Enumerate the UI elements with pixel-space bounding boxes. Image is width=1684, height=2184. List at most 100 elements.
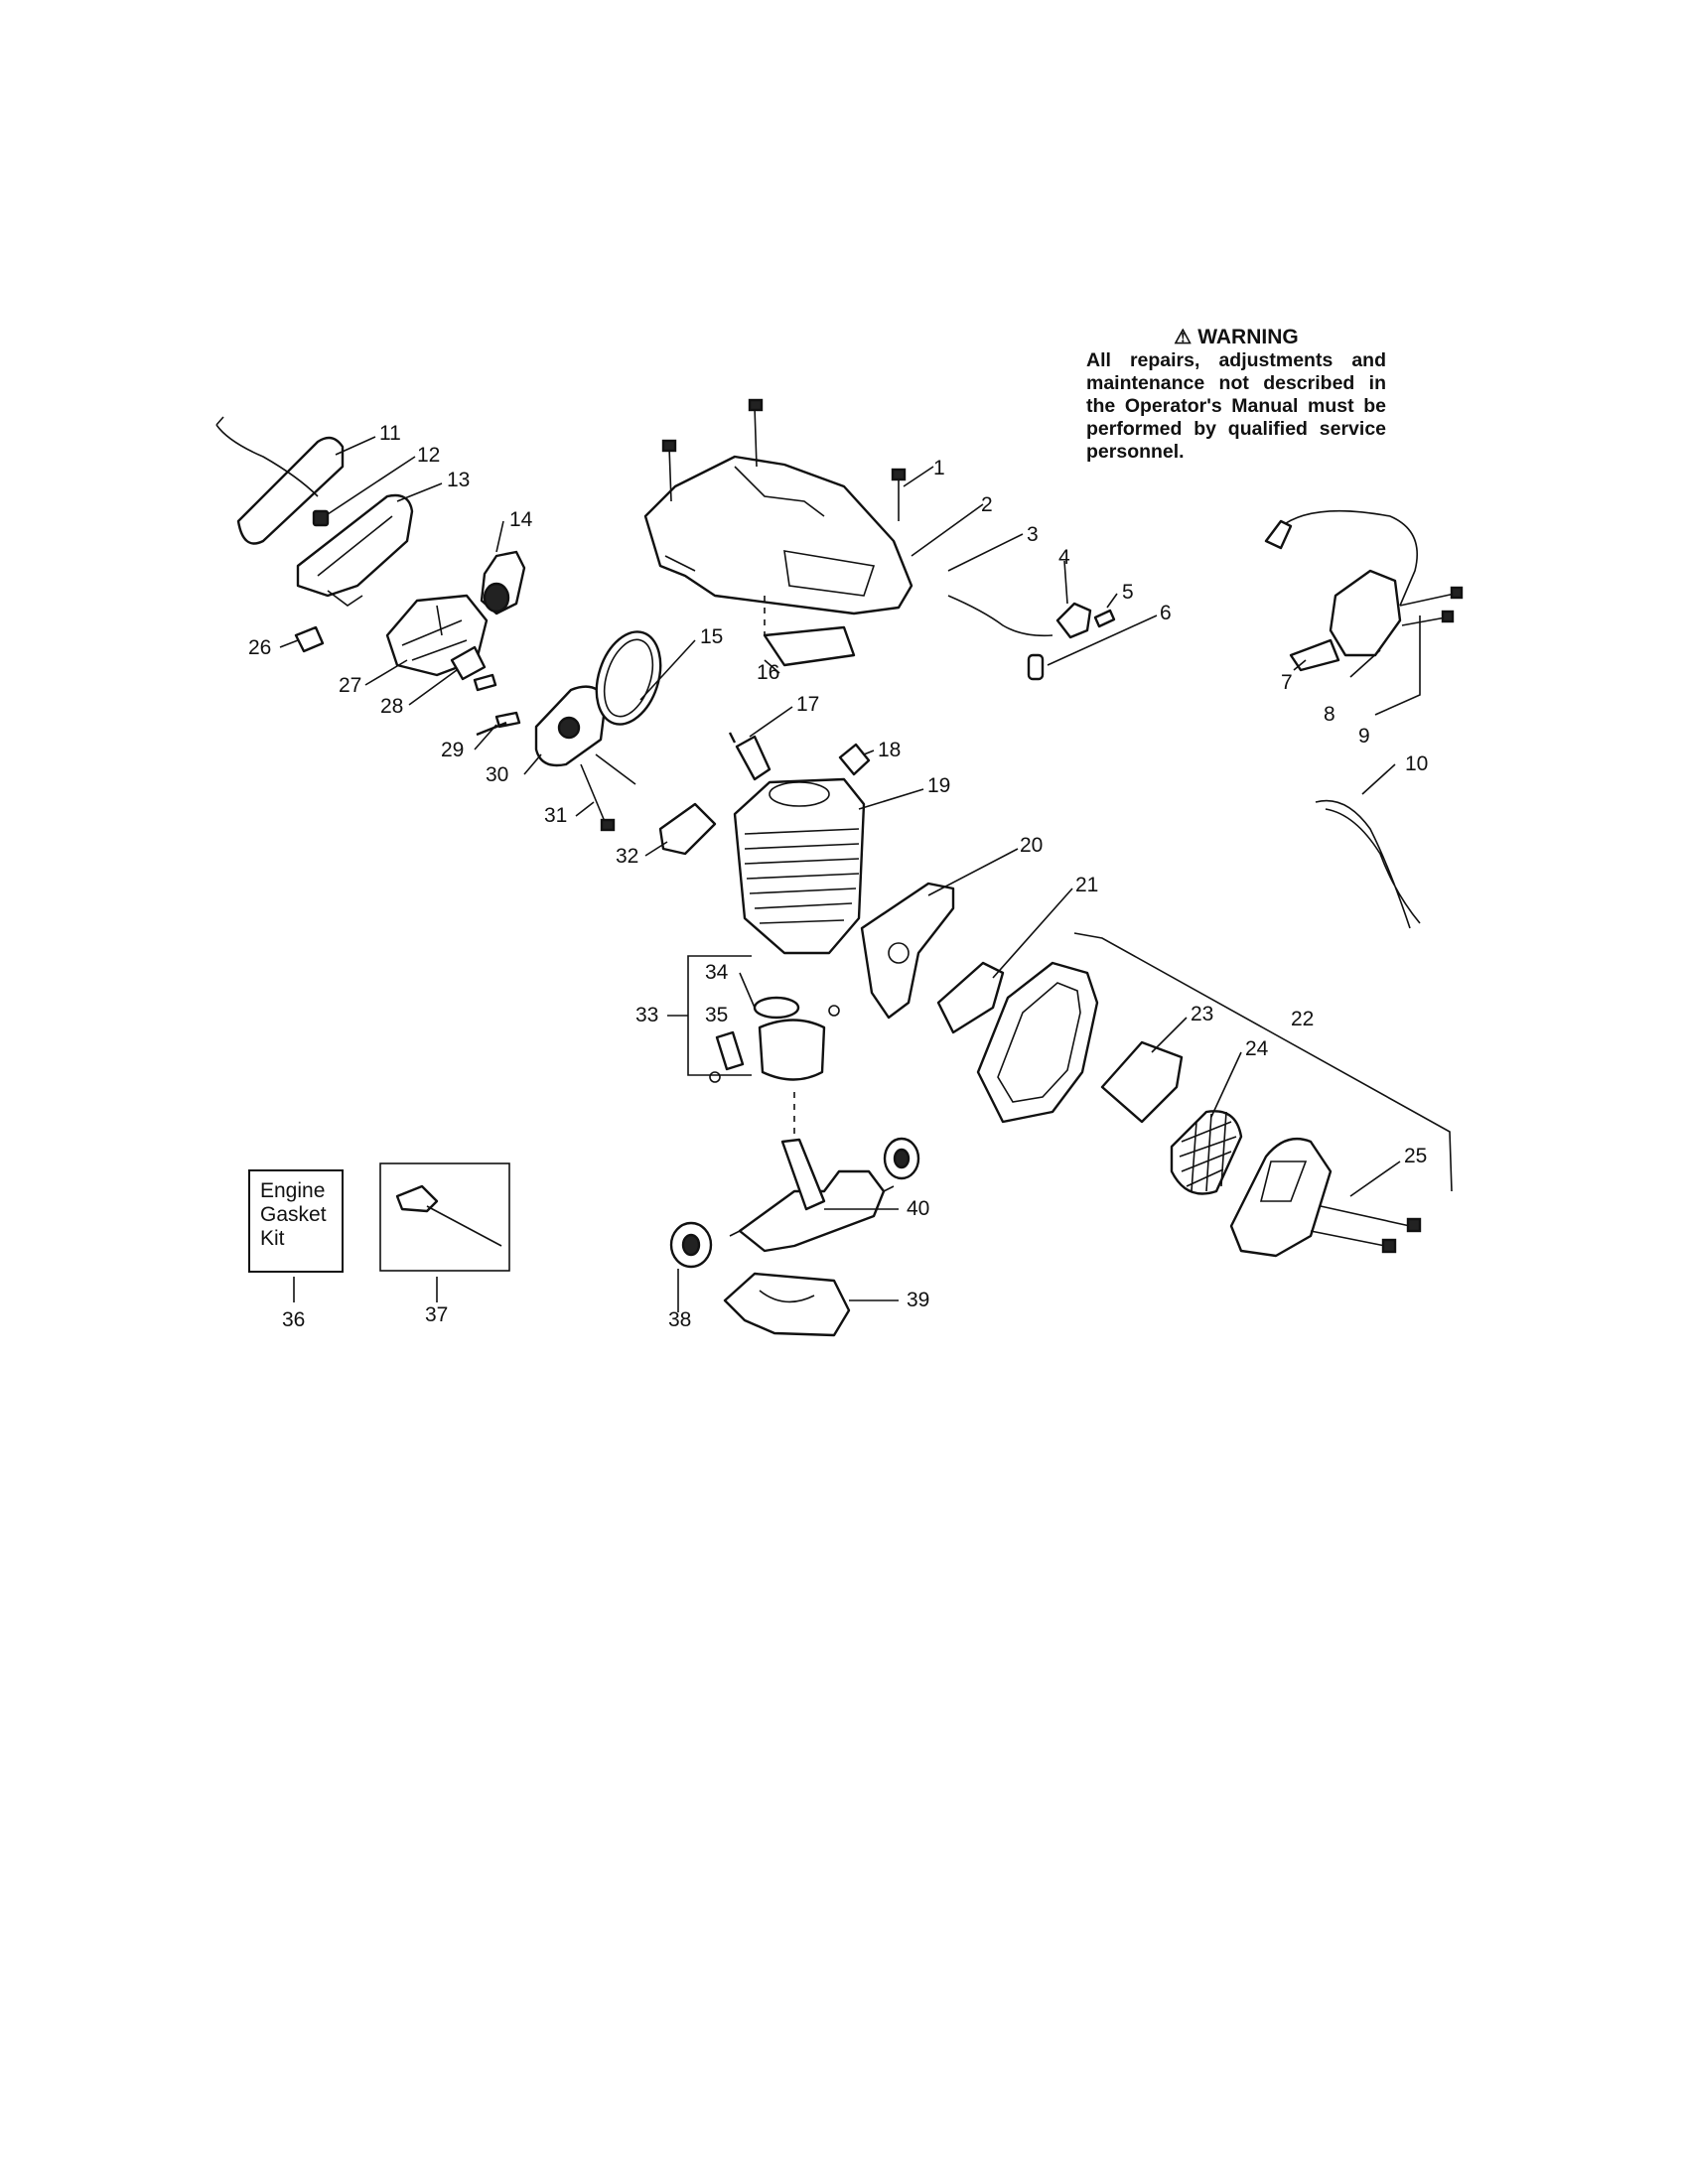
part-number-15: 15 [700,625,723,648]
part-number-20: 20 [1020,834,1043,857]
kit-label-line: Gasket [260,1203,327,1226]
part-number-7: 7 [1281,671,1293,694]
leader-10 [1361,763,1396,795]
part-21-muffler-gasket [936,961,1005,1034]
part-number-24: 24 [1245,1037,1269,1060]
part-22-muffler-body [976,961,1099,1124]
part-25-bolts [1310,1205,1411,1247]
part-34-piston-ring [753,996,800,1020]
part-32-gasket [658,802,717,856]
leader-lines [279,436,1421,1312]
part-23-baffle [1100,1040,1184,1124]
part-25-cover-window [1259,1160,1308,1202]
part-number-17: 17 [796,693,819,716]
leader-3 [947,533,1024,572]
part-number-36: 36 [282,1308,305,1331]
part-38-bearing-inner [681,1233,701,1257]
part-39-crankcase [723,1272,851,1337]
part-choke-rod [215,416,319,497]
kit-label-line: Kit [260,1227,285,1250]
leader-30 [523,753,542,775]
warning-title: WARNING [1197,326,1299,348]
leader-12 [327,456,416,515]
part-13-housing-detail [317,515,393,607]
leader-19 [858,788,924,810]
part-25-bolt-head [1406,1217,1422,1233]
part-19-cylinder-fins [744,828,860,924]
part-8-ignition-module [1329,569,1402,657]
part-4-switch [1055,602,1092,639]
part-number-32: 32 [616,845,638,868]
leader-21 [992,887,1073,979]
part-2-cover-detail [664,466,876,597]
part-number-29: 29 [441,739,464,761]
part-cover-screw [668,406,900,521]
leader-31 [575,801,595,817]
part-17-spark-plug [728,732,772,781]
part-number-34: 34 [705,961,729,984]
leader-23 [1151,1017,1188,1053]
leader-25 [1349,1160,1401,1197]
part-number-8: 8 [1324,703,1335,726]
part-cover-screw-head [661,439,677,453]
part-24-screen-mesh [1179,1111,1237,1192]
part-35-piston [758,1019,826,1081]
warning-line: maintenance not described in [1086,372,1386,394]
part-number-12: 12 [417,444,440,467]
leader-18 [863,750,875,755]
part-10-wire-harness [1315,799,1421,929]
part-19-cylinder [733,777,866,955]
part-number-4: 4 [1058,546,1070,569]
part-cover-screw-head [891,468,907,481]
part-number-16: 16 [757,661,779,684]
leader-11 [335,436,376,456]
part-40-crank-shaft-end [729,1185,895,1237]
part-2-top-cover [643,455,913,615]
group-33-bracket [667,955,752,1076]
part-37-scrench-tool [395,1184,439,1213]
part-15-boot [595,630,662,726]
part-30-manifold-port [557,716,581,740]
part-number-6: 6 [1160,602,1172,624]
part-number-9: 9 [1358,725,1370,748]
leader-26 [279,639,299,648]
part-9-screw-head [1450,586,1464,600]
part-number-14: 14 [509,508,533,531]
part-6-fuel-filter [1027,653,1045,681]
part-number-37: 37 [425,1303,448,1326]
leader-5 [1106,593,1118,609]
part-24-spark-screen [1170,1110,1243,1195]
leader-24 [1210,1051,1242,1118]
part-40-connecting-rod [780,1138,826,1211]
part-14-elbow-opening [483,582,510,614]
part-31-bolt [580,753,636,825]
leader-4 [1063,560,1068,605]
part-25-muffler-cover [1229,1137,1333,1258]
part-12-nut [312,509,330,527]
part-number-11: 11 [379,422,401,445]
part-37-box [379,1162,510,1272]
part-22-muffler-inner [997,982,1081,1103]
warning-title-row: ⚠WARNING [1086,326,1386,349]
part-number-10: 10 [1405,752,1428,775]
warning-line: be performed by qualified [1086,395,1386,440]
part-number-25: 25 [1404,1145,1427,1167]
part-9-screw-head [1441,610,1455,623]
part-9-screws [1399,593,1456,626]
leader-28 [408,669,458,706]
warning-line: All repairs, adjustments and [1086,349,1386,371]
part-11-filter-cover [236,436,345,545]
leader-15 [639,639,696,701]
part-39-crankcase-detail [759,1290,815,1303]
part-35-wrist-pin [715,1030,745,1071]
leader-20 [927,848,1019,896]
part-37-tool-shaft [426,1205,502,1247]
part-29-screw [476,711,521,737]
kit-label-line: Engine [260,1179,326,1202]
part-number-2: 2 [981,493,993,516]
leader-1 [903,466,934,487]
warning-notice: ⚠WARNING All repairs, adjustments and ma… [1086,326,1386,464]
leader-29 [474,724,497,751]
leader-8 [1349,649,1381,678]
part-35-circlip [709,1071,721,1083]
